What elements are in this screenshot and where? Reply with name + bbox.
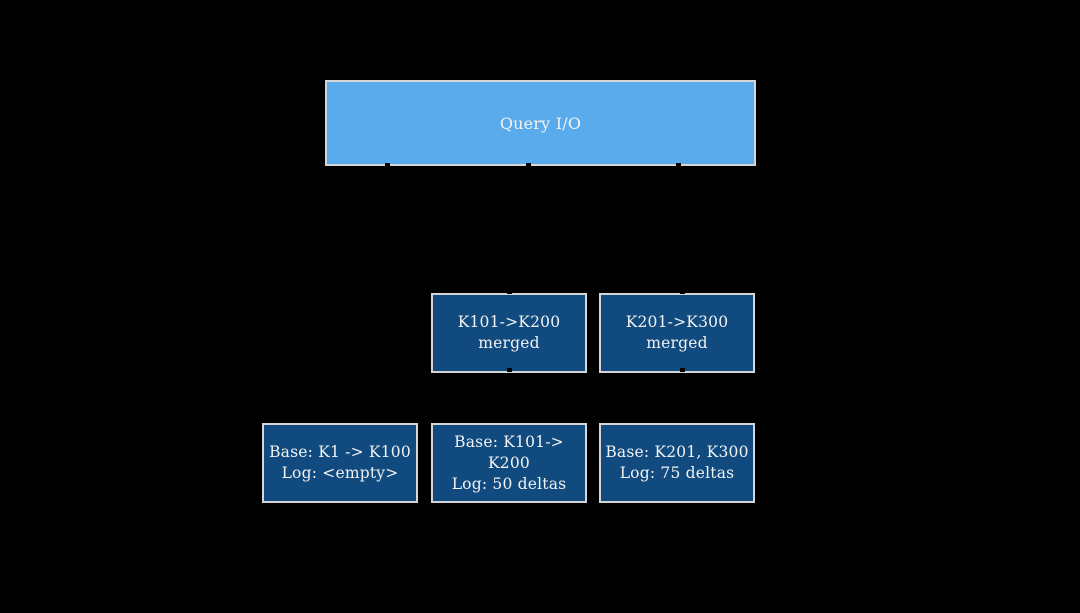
merged-run-2-status: merged: [646, 334, 708, 352]
base-log-box-1: Base: K1 -> K100 Log: <empty>: [262, 423, 418, 503]
merged-run-1-range: K101->K200: [457, 313, 561, 331]
merged-run-1-status: merged: [478, 334, 540, 352]
connector-stub: [385, 163, 390, 167]
connector-stub: [526, 163, 531, 167]
connector-stub: [507, 418, 512, 422]
base-2-range: Base: K101-> K200: [454, 432, 564, 472]
base-1-log: Log: <empty>: [281, 464, 399, 482]
connector-stub: [507, 290, 512, 294]
base-1-range: Base: K1 -> K100: [269, 443, 411, 461]
base-3-range: Base: K201, K300: [605, 443, 749, 461]
base-log-box-3: Base: K201, K300 Log: 75 deltas: [599, 423, 755, 503]
connector-stub: [676, 163, 681, 167]
base-log-box-2: Base: K101-> K200 Log: 50 deltas: [431, 423, 587, 503]
merged-run-2-range: K201->K300: [625, 313, 729, 331]
connector-stub: [680, 368, 685, 372]
merged-run-box-2: K201->K300 merged: [599, 293, 755, 373]
merged-run-box-1: K101->K200 merged: [431, 293, 587, 373]
connector-stub: [680, 418, 685, 422]
connector-stub: [680, 290, 685, 294]
base-2-log: Log: 50 deltas: [451, 474, 567, 493]
connector-stub: [507, 368, 512, 372]
base-3-log: Log: 75 deltas: [619, 464, 735, 482]
query-io-box: Query I/O: [325, 80, 756, 166]
query-io-label: Query I/O: [499, 113, 582, 133]
